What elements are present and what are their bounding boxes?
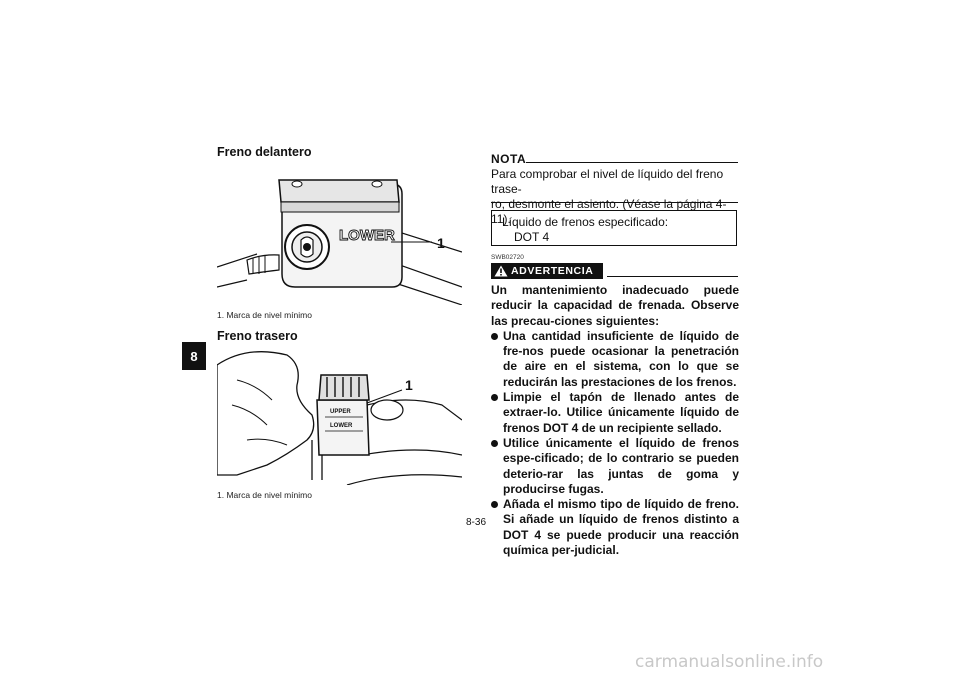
warning-badge: ADVERTENCIA — [491, 263, 603, 279]
spec-value: DOT 4 — [514, 230, 550, 244]
page-number: 8-36 — [466, 517, 487, 528]
warning-bullet-1: Una cantidad insuficiente de líquido de … — [491, 329, 739, 390]
warning-bullet-2: Limpie el tapón de llenado antes de extr… — [491, 390, 739, 436]
warning-bullet-3-text: Utilice únicamente el líquido de frenos … — [503, 435, 739, 496]
note-bottom-rule — [491, 202, 738, 203]
warning-bullet-2-text: Limpie el tapón de llenado antes de extr… — [503, 390, 739, 435]
note-body: Para comprobar el nivel de líquido del f… — [491, 167, 741, 227]
warning-icon — [491, 263, 511, 279]
warning-intro: Un mantenimiento inadecuado puede reduci… — [491, 283, 739, 328]
chapter-tab: 8 — [182, 342, 206, 370]
front-figure-caption: 1. Marca de nivel mínimo — [217, 310, 312, 320]
warning-rule — [607, 276, 738, 277]
spec-box: Líquido de frenos especificado: DOT 4 — [491, 210, 737, 246]
warning-code: SWB02720 — [491, 254, 524, 261]
rear-brake-heading: Freno trasero — [217, 329, 298, 343]
watermark: carmanualsonline.info — [635, 652, 824, 672]
front-brake-heading: Freno delantero — [217, 145, 312, 159]
chapter-number: 8 — [190, 348, 198, 364]
note-top-rule — [526, 162, 738, 163]
bullet-dot-icon — [491, 394, 498, 402]
rear-upper-mark: UPPER — [330, 409, 351, 415]
note-line-2: ro, desmonte el asiento. (Véase la págin… — [491, 197, 727, 226]
front-brake-reservoir-figure: LOWER 1 — [217, 162, 462, 305]
rear-callout-number: 1 — [405, 377, 413, 393]
front-callout-number: 1 — [437, 235, 445, 251]
rear-brake-reservoir-figure: UPPER LOWER 1 — [217, 345, 462, 485]
warning-bullet-1-text: Una cantidad insuficiente de líquido de … — [503, 328, 739, 389]
note-title: NOTA — [491, 152, 527, 166]
front-lower-mark: LOWER — [339, 227, 395, 244]
warning-body: Un mantenimiento inadecuado puede reduci… — [491, 283, 739, 558]
warning-label: ADVERTENCIA — [511, 265, 594, 277]
bullet-dot-icon — [491, 332, 498, 340]
rear-lower-mark: LOWER — [330, 423, 353, 429]
spec-label: Líquido de frenos especificado: — [502, 215, 669, 229]
note-line-1: Para comprobar el nivel de líquido del f… — [491, 167, 724, 196]
warning-bullet-4-text: Añada el mismo tipo de líquido de freno.… — [503, 497, 739, 558]
bullet-dot-icon — [491, 501, 498, 509]
warning-bullet-4: Añada el mismo tipo de líquido de freno.… — [491, 497, 739, 558]
warning-bullet-3: Utilice únicamente el líquido de frenos … — [491, 436, 739, 497]
bullet-dot-icon — [491, 439, 498, 447]
rear-figure-caption: 1. Marca de nivel mínimo — [217, 490, 312, 500]
